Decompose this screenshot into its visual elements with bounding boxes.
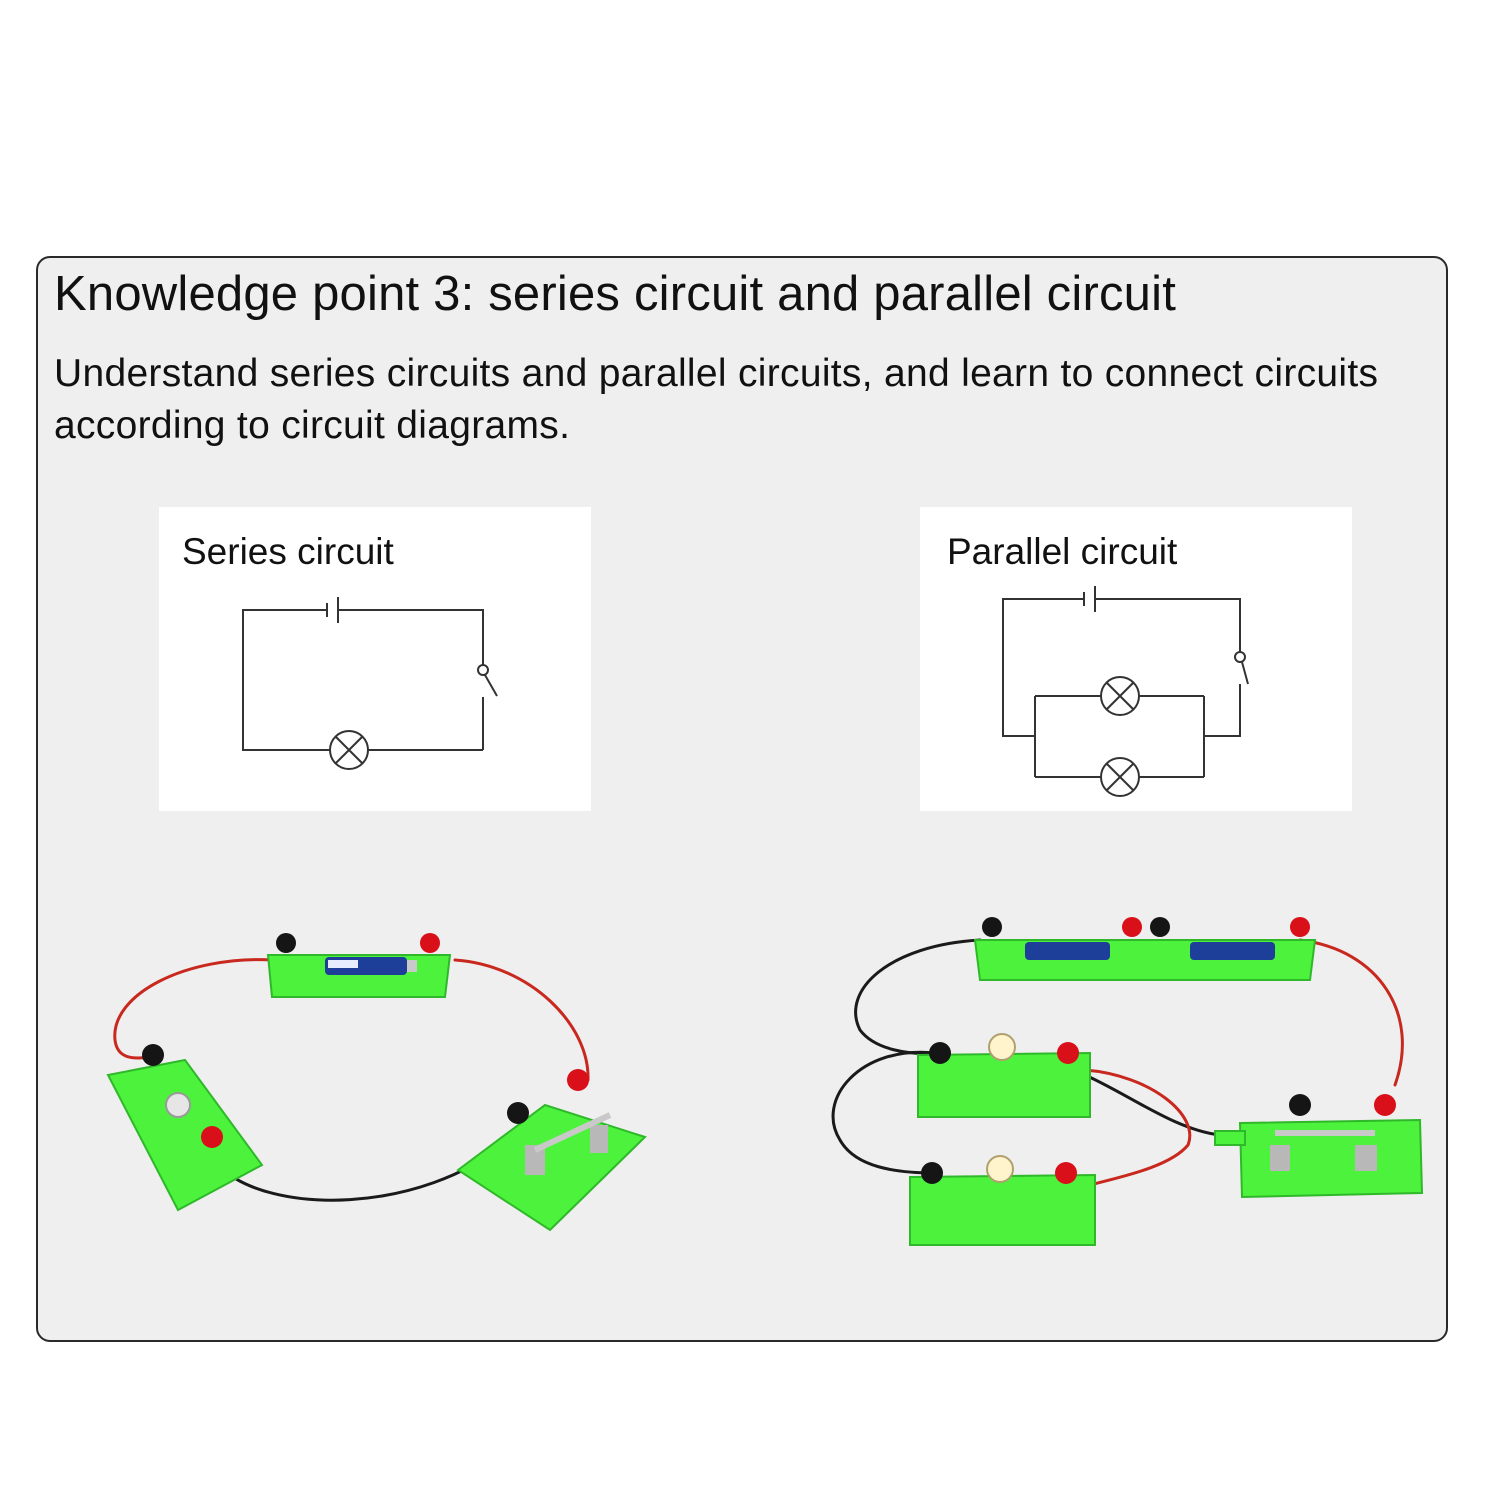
parallel-wire-right-lower [1204,684,1241,737]
series-wire-left [242,609,330,751]
page-title: Knowledge point 3: series circuit and pa… [54,267,1177,321]
parallel-bulb-board-top [917,1033,1091,1118]
parallel-battery-holder [973,917,1317,981]
parallel-wire-left [1002,598,1084,737]
parallel-switch-board [1214,1094,1424,1199]
parallel-wire-top-right [1095,598,1241,652]
parallel-kit-illustration [831,917,1424,1246]
page-description: Understand series circuits and parallel … [54,352,1379,447]
parallel-lamp-bottom [1100,757,1140,797]
series-switch-board [456,1069,647,1232]
parallel-circuit-label: Parallel circuit [947,531,1178,572]
parallel-wire-red-mid [1083,1068,1192,1187]
series-battery-holder [266,933,452,998]
series-wire-top-right [338,609,484,665]
parallel-schematic [1002,586,1249,797]
parallel-diagram-panel: Parallel circuit [920,507,1352,811]
parallel-switch-blade [1241,661,1249,685]
parallel-bulb-board-bottom [909,1155,1096,1246]
parallel-wire-black-mid [1083,1073,1222,1137]
series-schematic [242,597,498,770]
parallel-switch-pivot [1234,651,1246,663]
parallel-wire-red-right [1298,938,1404,1087]
series-circuit-label: Series circuit [182,531,394,572]
parallel-lamp-top [1100,676,1140,716]
parallel-wire-black-left [831,1050,937,1175]
series-wire-red-right [453,958,590,1082]
series-wire-red-left [113,958,277,1060]
series-switch-blade [484,674,498,697]
parallel-wire-black-top [854,938,982,1055]
series-bulb-board [106,1044,264,1212]
series-lamp [329,730,369,770]
series-kit-illustration [106,933,647,1232]
series-switch-pivot [477,664,489,676]
series-diagram-panel: Series circuit [159,507,591,811]
